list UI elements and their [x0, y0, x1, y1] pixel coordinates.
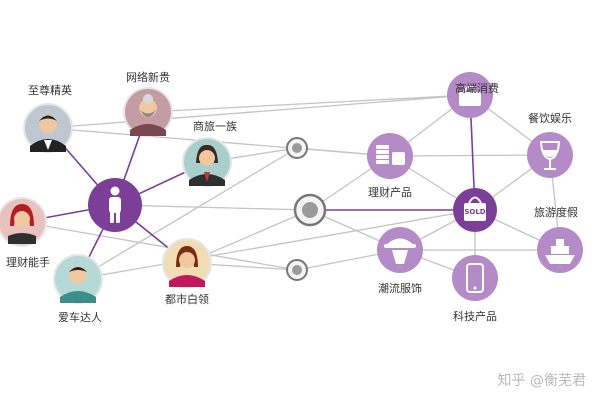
label-car: 爱车达人: [58, 311, 102, 324]
label-finp: 理财产品: [368, 186, 412, 199]
shopping-bag-icon: [464, 196, 486, 221]
watermark: 知乎 @衡芜君: [497, 373, 586, 389]
wine-glass-icon: [539, 141, 561, 170]
finp-node: [367, 133, 413, 179]
avatar-city: [162, 238, 212, 288]
label-lux: 高端消费: [455, 82, 499, 95]
handbag-icon: [459, 85, 481, 106]
phone-icon: [466, 263, 484, 293]
label-city: 都市白领: [165, 293, 209, 306]
avatar-elite: [23, 103, 73, 153]
label-din: 餐饮娱乐: [528, 112, 572, 125]
label-trv: 旅游度假: [534, 206, 578, 219]
hub-center: [293, 193, 327, 227]
tech-node: [452, 255, 498, 301]
hub-bottom: [286, 259, 308, 281]
lux-node: [447, 72, 493, 118]
label-tech: 科技产品: [453, 310, 497, 323]
ship-icon: [545, 239, 575, 264]
avatar-fin: [0, 197, 47, 247]
fash-node: [377, 227, 423, 273]
label-elite: 至尊精英: [28, 84, 72, 97]
hub-top: [286, 137, 308, 159]
coins-icon: [376, 145, 405, 165]
label-biz: 商旅一族: [193, 120, 237, 133]
user-hub-node: [88, 178, 142, 232]
avatar-car: [53, 254, 103, 304]
din-node: [527, 132, 573, 178]
avatar-biz: [182, 137, 232, 187]
sold-node: [453, 188, 497, 232]
label-fash: 潮流服饰: [378, 282, 422, 295]
trv-node: [537, 227, 583, 273]
label-net: 网络新贵: [126, 71, 170, 84]
person-icon: [109, 186, 121, 223]
hat-icon: [384, 238, 416, 264]
label-fin: 理财能手: [6, 256, 50, 269]
avatar-net: [123, 87, 173, 137]
sold-text: SOLD: [464, 208, 485, 216]
